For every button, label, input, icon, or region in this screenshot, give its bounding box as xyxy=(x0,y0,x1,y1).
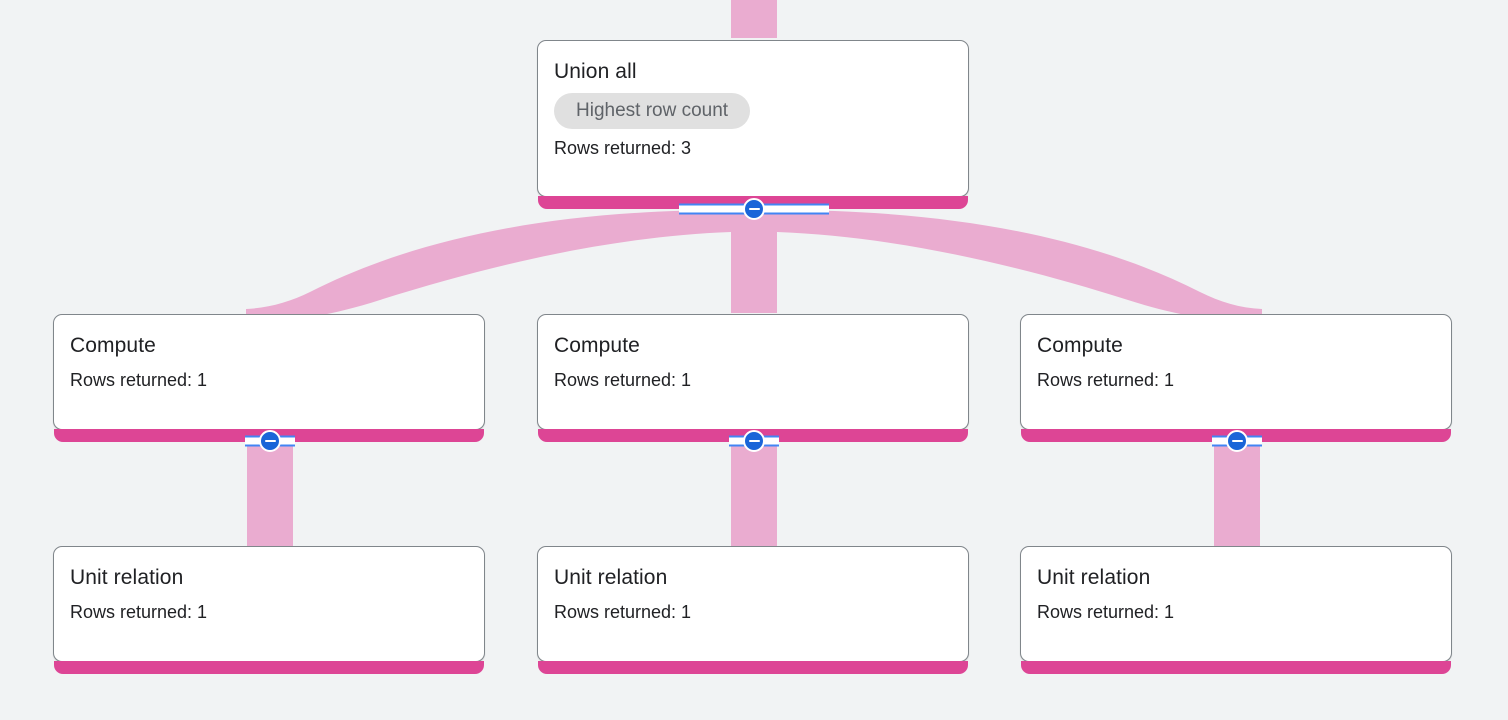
node-compute-center-body[interactable]: Compute Rows returned: 1 xyxy=(537,314,969,442)
node-unit-relation-right-rows: Rows returned: 1 xyxy=(1037,602,1175,622)
minus-circle-icon[interactable] xyxy=(1226,430,1248,452)
minus-circle-icon[interactable] xyxy=(743,430,765,452)
node-unit-relation-left-status-bar xyxy=(54,661,484,674)
node-unit-relation-center[interactable]: Unit relation Rows returned: 1 xyxy=(537,546,969,674)
node-union-all[interactable]: Union all Highest row count Rows returne… xyxy=(537,40,969,209)
edge-compute-left-to-unit-left xyxy=(247,442,293,546)
node-unit-relation-right-body[interactable]: Unit relation Rows returned: 1 xyxy=(1020,546,1452,674)
edge-compute-right-to-unit-right xyxy=(1214,442,1260,546)
node-compute-left[interactable]: Compute Rows returned: 1 xyxy=(53,314,485,442)
edge-union-to-compute-right xyxy=(777,210,1262,322)
minus-circle-icon[interactable] xyxy=(259,430,281,452)
node-compute-left-body[interactable]: Compute Rows returned: 1 xyxy=(53,314,485,442)
node-union-all-title: Union all xyxy=(554,60,637,83)
node-compute-center-title: Compute xyxy=(554,334,640,357)
node-unit-relation-left-rows: Rows returned: 1 xyxy=(70,602,208,622)
collapse-toggle-compute-center[interactable] xyxy=(729,429,779,453)
node-union-all-body[interactable]: Union all Highest row count Rows returne… xyxy=(537,40,969,209)
edge-incoming-trunk xyxy=(731,0,777,38)
node-unit-relation-center-rows: Rows returned: 1 xyxy=(554,602,692,622)
node-unit-relation-left-body[interactable]: Unit relation Rows returned: 1 xyxy=(53,546,485,674)
node-compute-center-rows: Rows returned: 1 xyxy=(554,370,692,390)
edge-union-to-compute-left xyxy=(246,210,731,322)
node-union-all-chip: Highest row count xyxy=(554,93,751,129)
node-compute-left-title: Compute xyxy=(70,334,156,357)
minus-circle-icon[interactable] xyxy=(743,198,765,220)
edge-compute-center-to-unit-center xyxy=(731,442,777,546)
node-compute-left-rows: Rows returned: 1 xyxy=(70,370,208,390)
collapse-toggle-union-all[interactable] xyxy=(679,197,829,221)
node-compute-right[interactable]: Compute Rows returned: 1 xyxy=(1020,314,1452,442)
node-compute-right-rows: Rows returned: 1 xyxy=(1037,370,1175,390)
node-unit-relation-center-status-bar xyxy=(538,661,968,674)
node-unit-relation-right-status-bar xyxy=(1021,661,1451,674)
node-unit-relation-left[interactable]: Unit relation Rows returned: 1 xyxy=(53,546,485,674)
node-compute-right-title: Compute xyxy=(1037,334,1123,357)
node-unit-relation-right-title: Unit relation xyxy=(1037,566,1151,589)
collapse-toggle-compute-left[interactable] xyxy=(245,429,295,453)
node-unit-relation-center-body[interactable]: Unit relation Rows returned: 1 xyxy=(537,546,969,674)
node-unit-relation-center-title: Unit relation xyxy=(554,566,668,589)
edge-union-to-compute-center xyxy=(731,210,777,313)
node-union-all-rows: Rows returned: 3 xyxy=(554,138,692,158)
node-compute-center[interactable]: Compute Rows returned: 1 xyxy=(537,314,969,442)
collapse-toggle-compute-right[interactable] xyxy=(1212,429,1262,453)
node-unit-relation-left-title: Unit relation xyxy=(70,566,184,589)
node-compute-right-body[interactable]: Compute Rows returned: 1 xyxy=(1020,314,1452,442)
node-unit-relation-right[interactable]: Unit relation Rows returned: 1 xyxy=(1020,546,1452,674)
